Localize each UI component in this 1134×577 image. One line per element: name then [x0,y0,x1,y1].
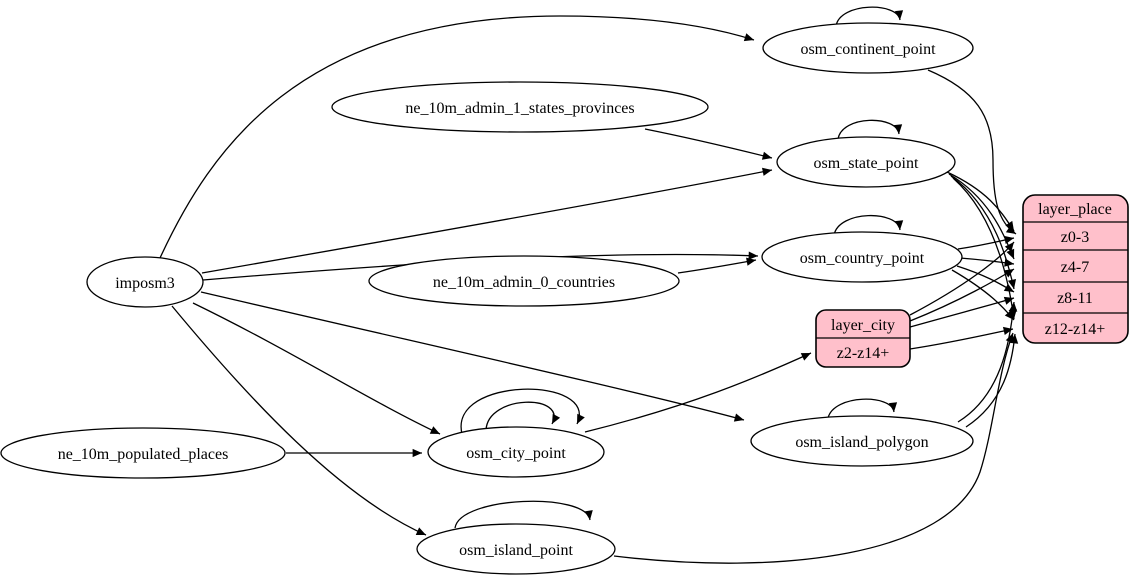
self-loop-osm-continent-point [835,6,904,27]
edge-osm-country-point-to-z12-z14 [951,269,1015,321]
edges [159,6,1019,564]
osm-state-point-label: osm_state_point [814,155,919,172]
osm-continent-point-label: osm_continent_point [800,41,936,58]
ne-10m-admin-0-countries-label: ne_10m_admin_0_countries [433,274,615,291]
ne-10m-populated-places-label: ne_10m_populated_places [58,446,229,463]
node-osm-island-point: osm_island_point [416,523,616,575]
edge-ne-10m-admin-1-states-provinces-to-osm-state-point [644,128,773,160]
self-loop-osm-city-point-inner [485,401,561,431]
ne-10m-admin-1-states-provinces-ellipse [331,81,709,133]
osm-island-polygon-label: osm_island_polygon [795,434,928,451]
edge-layer-city-to-z8-11 [909,296,1015,328]
ne-10m-populated-places-ellipse [0,427,286,479]
ne-10m-admin-0-countries-ellipse [368,255,680,307]
osm-country-point-ellipse [761,231,963,283]
node-ne-10m-populated-places: ne_10m_populated_places [0,427,286,479]
node-osm-state-point: osm_state_point [776,136,956,188]
imposm3-ellipse [86,256,204,308]
osm-continent-point-ellipse [762,22,974,74]
layer-place-row-z0-3: z0-3 [1061,229,1089,246]
edge-osm-country-point-to-z4-7 [959,257,1015,267]
edge-layer-city-to-z4-7 [909,268,1015,322]
self-loop-osm-island-polygon [827,398,898,419]
layer-place-row-z8-11: z8-11 [1057,290,1093,307]
layer-city-row-z2-z14: z2-z14+ [837,345,890,362]
edge-osm-state-point-to-z8-11 [950,175,1017,290]
self-loop-osm-city-point-outer [460,388,585,435]
edge-imposm3-to-osm-island-polygon [200,291,745,422]
edge-layer-city-to-z0-3 [909,241,1015,316]
imposm3-label: imposm3 [115,275,175,292]
ne-10m-admin-1-states-provinces-label: ne_10m_admin_1_states_provinces [405,100,634,117]
osm-island-polygon-ellipse [750,415,974,467]
edge-osm-island-polygon-to-z8-11 [957,301,1018,423]
node-osm-continent-point: osm_continent_point [762,22,974,74]
edge-osm-island-polygon-to-z12-z14 [965,333,1019,428]
edge-osm-state-point-to-z0-3 [946,171,1015,232]
edge-layer-city-to-z12-z14 [909,326,1014,350]
osm-island-point-label: osm_island_point [459,542,573,559]
edge-imposm3-to-osm-state-point [201,167,773,274]
layer-place-row-z12-z14: z12-z14+ [1045,321,1106,338]
node-layer-place: layer_place z0-3 z4-7 z8-11 z12-z14+ [1022,194,1129,344]
edge-imposm3-to-osm-city-point [192,302,441,435]
self-loop-osm-country-point [833,214,904,236]
node-osm-island-polygon: osm_island_polygon [750,415,974,467]
layer-place-box [1022,194,1129,344]
osm-island-point-ellipse [416,523,616,575]
node-layer-city: layer_city z2-z14+ [815,309,911,368]
edge-osm-island-point-to-z12-z14 [613,332,1014,564]
edge-imposm3-to-osm-continent-point [159,15,755,259]
layer-city-title: layer_city [831,317,895,334]
osm-city-point-label: osm_city_point [466,445,566,462]
edge-imposm3-to-osm-island-point [171,305,427,536]
node-ne-10m-admin-0-countries: ne_10m_admin_0_countries [368,255,680,307]
edge-osm-city-point-to-layer-city-z2-z14 [584,352,812,433]
osm-country-point-label: osm_country_point [800,250,925,267]
edge-osm-country-point-to-z0-3 [957,235,1015,250]
edge-ne-10m-admin-0-countries-to-osm-country-point [677,257,757,274]
edge-osm-continent-point-to-z0-3 [927,69,1017,235]
osm-state-point-ellipse [776,136,956,188]
node-ne-10m-admin-1-states-provinces: ne_10m_admin_1_states_provinces [331,81,709,133]
node-osm-country-point: osm_country_point [761,231,963,283]
node-osm-city-point: osm_city_point [427,426,605,478]
self-loop-osm-state-point [837,119,903,140]
edge-osm-country-point-to-z8-11 [956,265,1015,293]
osm-city-point-ellipse [427,426,605,478]
layer-place-row-z4-7: z4-7 [1061,259,1089,276]
layer-place-title: layer_place [1038,201,1112,218]
node-imposm3: imposm3 [86,256,204,308]
self-loop-osm-island-point [454,500,593,529]
